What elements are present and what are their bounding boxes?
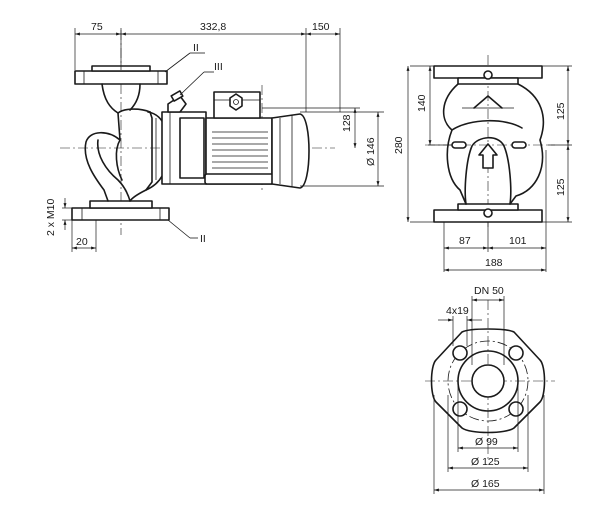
pump-body: [84, 83, 169, 202]
dim-128: 128: [341, 114, 353, 132]
dim-280: 280: [393, 136, 405, 154]
dim-75: 75: [91, 21, 103, 33]
dim-m10: 2 x M10: [45, 198, 57, 236]
vent-screw: [167, 90, 187, 113]
side-view: II III II 75 332,8 150 128 Ø 146 2 x M10…: [45, 21, 384, 252]
bottom-flange: [71, 200, 170, 221]
dim-125-top: 125: [555, 102, 567, 120]
dim-dn50: DN 50: [474, 285, 504, 297]
dim-165: Ø 165: [471, 478, 500, 490]
flange-view: DN 50 4x19 Ø 99 Ø 125 Ø 165: [425, 285, 555, 494]
dim-99: Ø 99: [475, 436, 498, 448]
dim-101: 101: [509, 235, 527, 247]
motor-fins: [212, 131, 268, 169]
front-bottom-flange: [433, 203, 543, 223]
flow-arrow-icon: [478, 143, 498, 169]
label-vent: III: [214, 61, 223, 73]
motor: [204, 91, 310, 189]
bolt-hole-2: [508, 345, 524, 361]
dim-332-8: 332,8: [200, 21, 226, 33]
dim-20: 20: [76, 236, 88, 248]
dim-125-circle: Ø 125: [471, 456, 500, 468]
label-flange-bottom: II: [200, 233, 206, 245]
dim-188: 188: [485, 257, 503, 269]
dim-146: Ø 146: [365, 137, 377, 166]
front-view: 140 280 125 125 87 101 188: [393, 55, 572, 272]
dim-87: 87: [459, 235, 471, 247]
lantern: [161, 111, 207, 185]
bolt-hole-3: [452, 401, 468, 417]
bore: [471, 364, 505, 398]
bolt-circle: [447, 340, 529, 422]
dim-4x19: 4x19: [446, 305, 469, 317]
dim-150: 150: [312, 21, 330, 33]
label-flange-top: II: [193, 42, 199, 54]
front-top-flange: [433, 65, 543, 85]
bolt-hole-1: [452, 345, 468, 361]
flange-outline: [430, 328, 546, 434]
dim-125-bottom: 125: [555, 178, 567, 196]
dim-140: 140: [416, 94, 428, 112]
bolt-hole-4: [508, 401, 524, 417]
